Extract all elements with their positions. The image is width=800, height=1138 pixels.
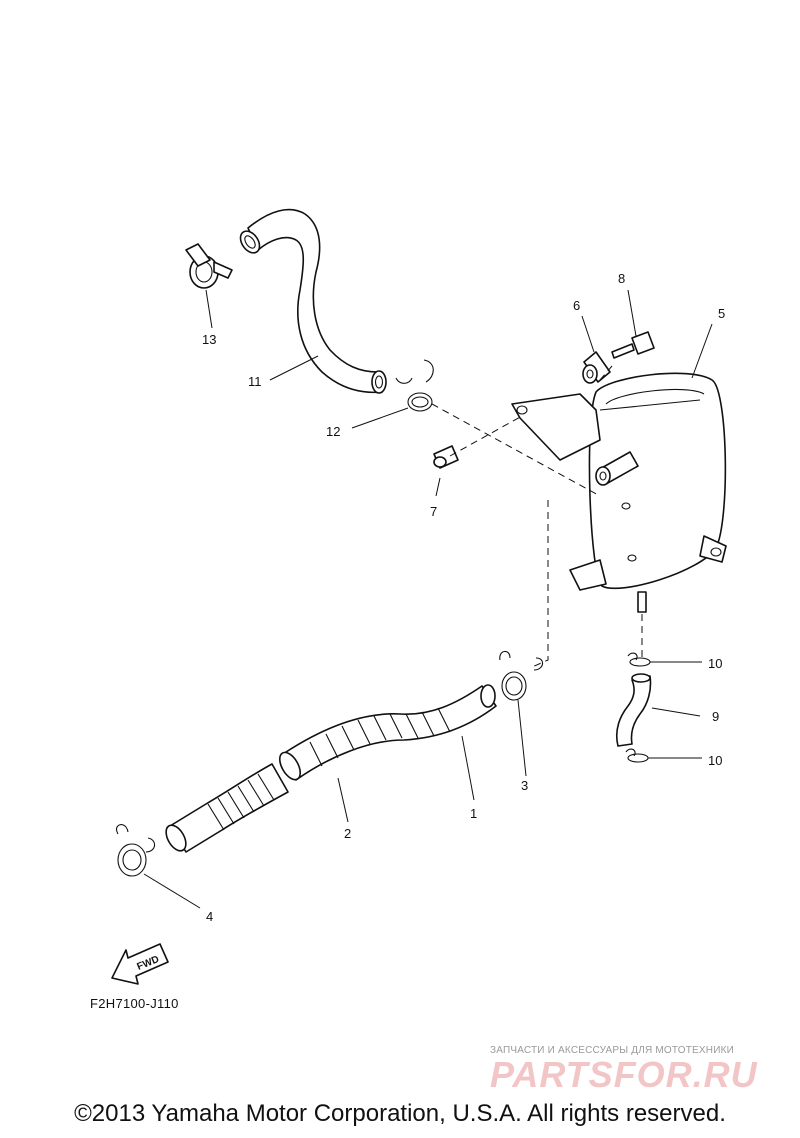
- watermark-tagline: ЗАПЧАСТИ И АКСЕССУАРЫ ДЛЯ МОТОТЕХНИКИ: [490, 1045, 735, 1056]
- watermark-logo: PARTSFOR.RU: [490, 1054, 758, 1095]
- callout-8: 8: [618, 271, 625, 286]
- leader-lines: [143, 289, 713, 909]
- callout-4: 4: [206, 909, 213, 924]
- callout-labels: 1 2 3 4 5 6 7 8 9 10 10 11 12 13: [202, 271, 725, 924]
- callout-6: 6: [573, 298, 580, 313]
- callout-2: 2: [344, 826, 351, 841]
- part-13-clamp: [185, 243, 233, 289]
- callout-10-lower: 10: [708, 753, 722, 768]
- copyright-notice: ©2013 Yamaha Motor Corporation, U.S.A. A…: [74, 1100, 726, 1127]
- part-11-hose: [239, 208, 387, 394]
- callout-5: 5: [718, 306, 725, 321]
- fwd-arrow-icon: FWD: [111, 943, 169, 985]
- part-9-drain-hose: [615, 673, 652, 747]
- part-8-bolt: [611, 331, 655, 359]
- part-2-bellows: [165, 763, 289, 853]
- part-1-bellows-hose: [278, 684, 497, 781]
- part-10-clip-upper: [627, 652, 651, 667]
- callout-1: 1: [470, 806, 477, 821]
- diagram-code: F2H7100-J110: [90, 996, 179, 1011]
- callout-12: 12: [326, 424, 340, 439]
- callout-11: 11: [248, 374, 262, 389]
- part-6-bushing: [582, 351, 611, 384]
- callout-10-upper: 10: [708, 656, 722, 671]
- callout-3: 3: [521, 778, 528, 793]
- part-5-silencer: [511, 372, 727, 613]
- part-3-clip: [499, 650, 544, 701]
- part-7-grommet: [433, 445, 459, 469]
- callout-7: 7: [430, 504, 437, 519]
- callout-9: 9: [712, 709, 719, 724]
- part-12-clip: [395, 359, 434, 412]
- part-4-clip: [116, 824, 156, 877]
- assembly-lines: [431, 365, 643, 669]
- part-10-clip-lower: [625, 748, 649, 763]
- callout-13: 13: [202, 332, 216, 347]
